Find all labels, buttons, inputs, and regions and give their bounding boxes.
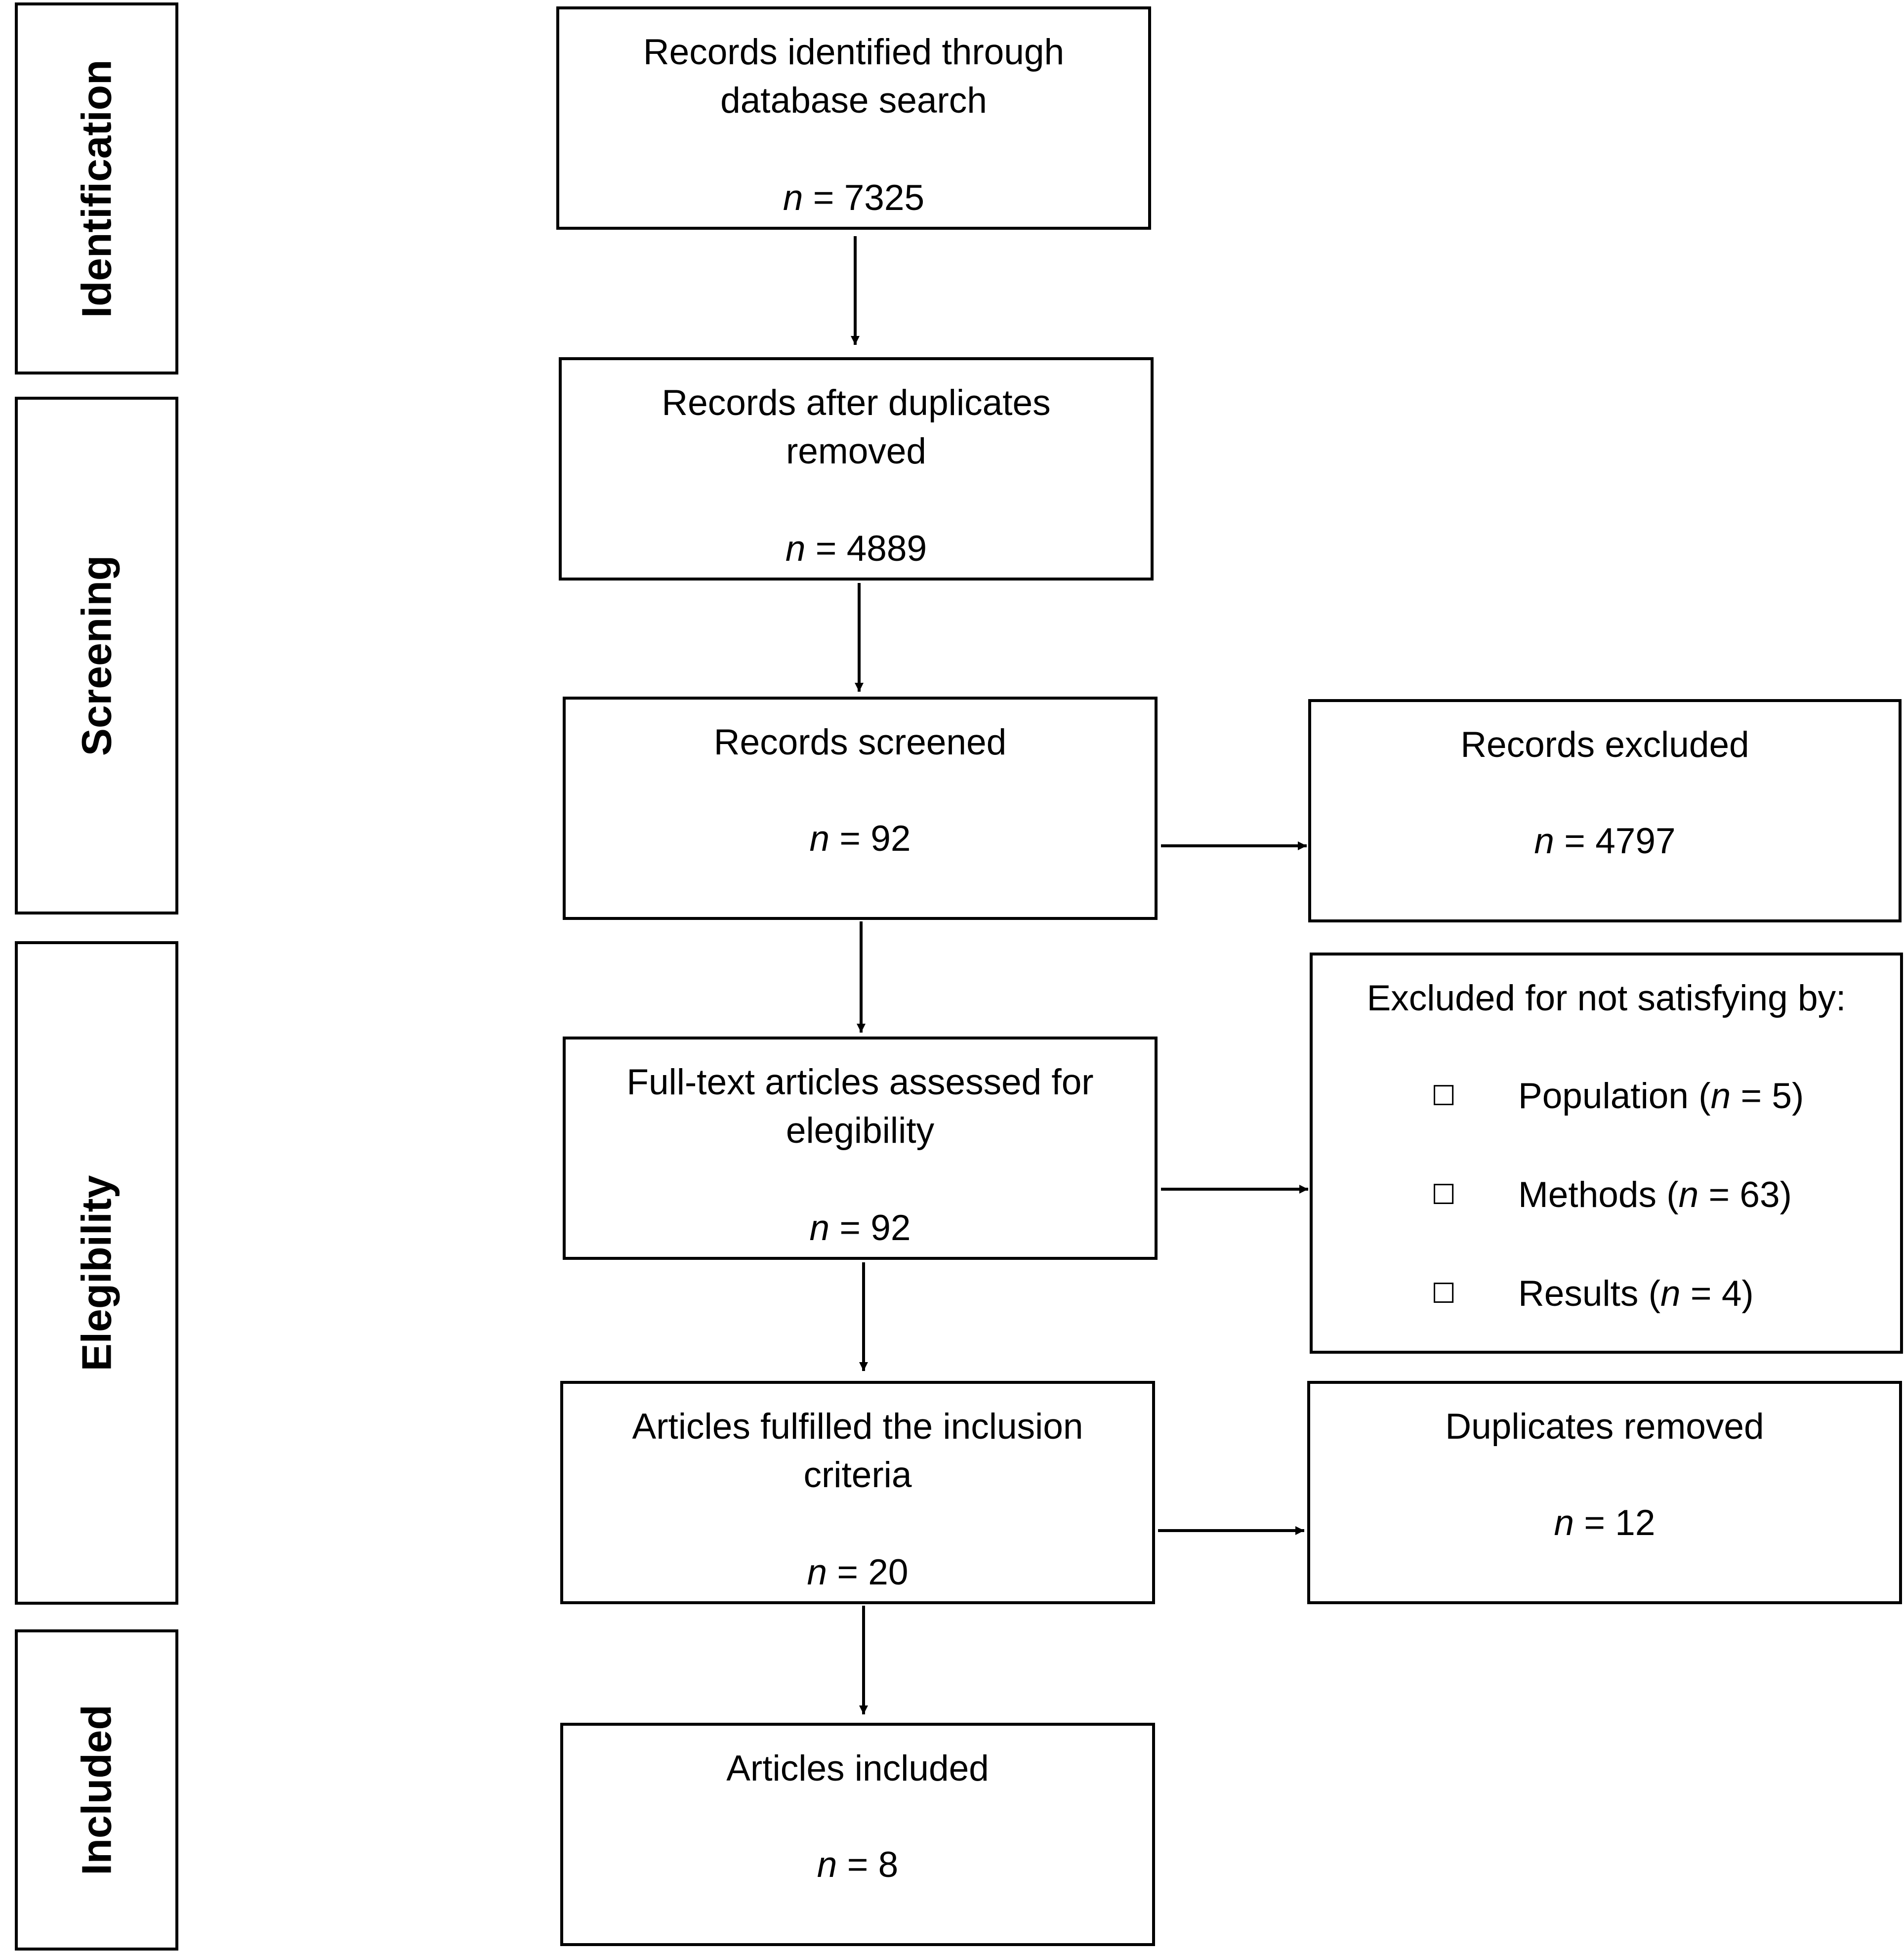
records-excluded-line1: Records excluded [1460,725,1749,765]
fulltext-assessed-box: Full-text articles assessed for elegibil… [563,1037,1158,1260]
records-identified-line2: database search [720,81,987,121]
after-duplicates-line1: Records after duplicates [662,383,1051,423]
duplicates-removed-count: n = 12 [1554,1503,1656,1543]
excluded-reason-results: Results (n = 4) [1518,1274,1754,1314]
records-identified-line1: Records identified through [643,32,1065,72]
checkbox-bullet-icon: ☐ [1431,1278,1456,1310]
stage-screening: Screening [15,397,178,914]
fulltext-line1: Full-text articles assessed for [626,1062,1094,1102]
duplicates-removed-box: Duplicates removed n = 12 [1307,1381,1902,1604]
duplicates-removed-line1: Duplicates removed [1445,1407,1764,1447]
articles-included-count: n = 8 [817,1845,899,1885]
articles-included-line1: Articles included [726,1748,989,1788]
records-after-duplicates-box: Records after duplicates removed n = 488… [559,357,1154,581]
records-screened-line1: Records screened [713,722,1007,762]
excluded-reasons-box: Excluded for not satisfying by: ☐ Popula… [1310,953,1903,1354]
inclusion-criteria-box: Articles fulfilled the inclusion criteri… [560,1381,1155,1604]
records-identified-box: Records identified through database sear… [556,6,1151,230]
after-duplicates-line2: removed [786,431,926,471]
records-excluded-box: Records excluded n = 4797 [1308,699,1902,922]
inclusion-line1: Articles fulfilled the inclusion [632,1407,1083,1447]
checkbox-bullet-icon: ☐ [1431,1179,1456,1211]
checkbox-bullet-icon: ☐ [1431,1080,1456,1112]
records-screened-box: Records screened n = 92 [563,697,1158,920]
records-screened-count: n = 92 [809,819,911,859]
fulltext-count: n = 92 [809,1208,911,1248]
stage-elegibility: Elegibility [15,941,178,1605]
articles-included-box: Articles included n = 8 [560,1723,1155,1946]
fulltext-line2: elegibility [786,1111,935,1151]
stage-included: Included [15,1629,178,1951]
excluded-reason-methods: Methods (n = 63) [1518,1175,1792,1215]
inclusion-line2: criteria [803,1455,912,1495]
excluded-reasons-heading: Excluded for not satisfying by: [1366,978,1846,1018]
inclusion-count: n = 20 [807,1552,909,1592]
after-duplicates-count: n = 4889 [785,529,927,569]
records-excluded-count: n = 4797 [1534,821,1676,861]
excluded-reason-population: Population (n = 5) [1518,1076,1804,1116]
stage-identification: Identification [15,2,178,374]
records-identified-count: n = 7325 [783,178,925,218]
